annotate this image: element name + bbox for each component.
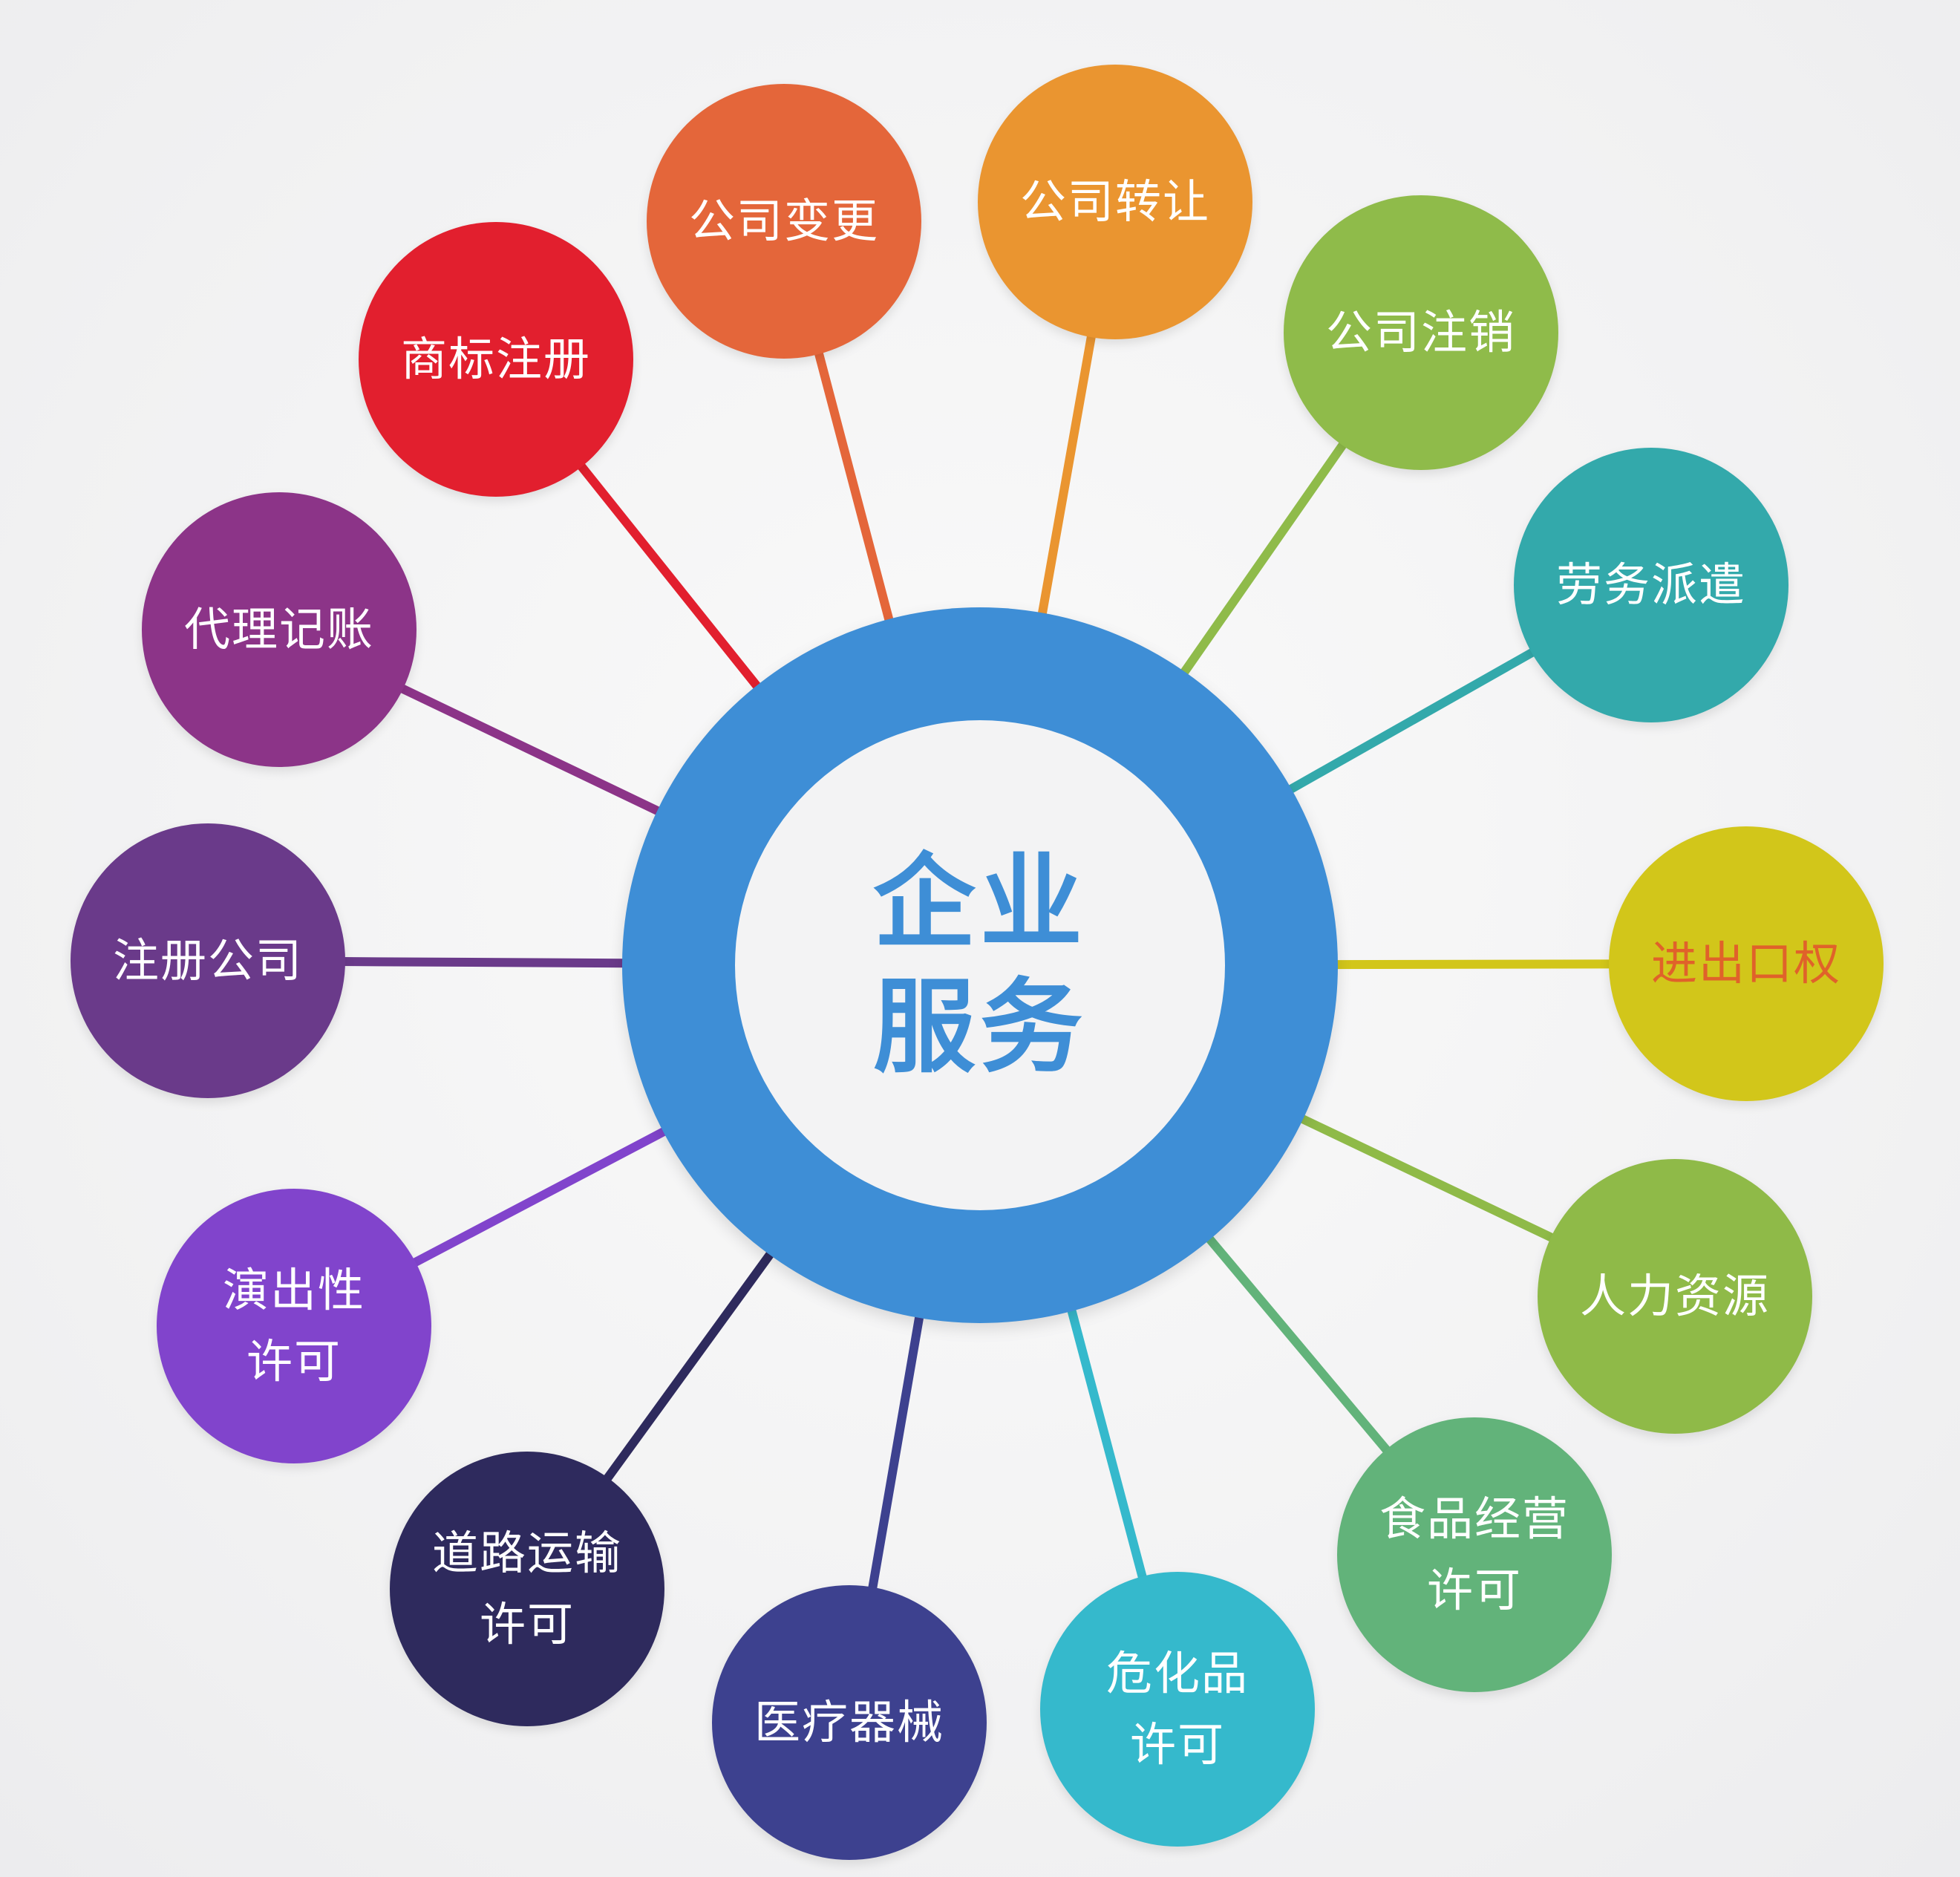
connector-company-transfer <box>1036 328 1097 622</box>
node-label: 公司注销 <box>1325 304 1516 359</box>
node-company-registration: 注册公司 <box>71 823 345 1098</box>
node-human-resources: 人力资源 <box>1538 1159 1812 1434</box>
connector-trademark-registration <box>574 458 764 694</box>
connector-company-change <box>813 345 895 628</box>
connector-medical-devices <box>867 1309 925 1596</box>
node-medical-devices: 医疗器械 <box>712 1585 987 1860</box>
hub-circle: 企业 服务 <box>735 720 1225 1210</box>
hub-label: 企业 服务 <box>872 842 1087 1087</box>
node-agency-bookkeeping: 代理记账 <box>142 492 416 767</box>
node-label: 危化品 许可 <box>1105 1645 1249 1772</box>
node-performance-permit: 演出性 许可 <box>157 1189 431 1463</box>
node-label: 注册公司 <box>112 933 303 988</box>
connector-performance-permit <box>407 1125 672 1269</box>
node-import-export-rights: 进出口权 <box>1609 826 1884 1101</box>
connector-labor-dispatch <box>1283 646 1541 796</box>
connector-agency-bookkeeping <box>394 682 666 817</box>
node-road-transport-permit: 道路运输 许可 <box>390 1452 664 1726</box>
node-label: 人力资源 <box>1579 1268 1770 1323</box>
connector-food-business-permit <box>1202 1231 1394 1457</box>
node-company-cancellation: 公司注销 <box>1284 195 1558 470</box>
connector-company-registration <box>336 957 632 968</box>
node-company-change: 公司变更 <box>647 84 921 359</box>
node-company-transfer: 公司转让 <box>978 65 1252 339</box>
node-label: 进出口权 <box>1650 936 1841 990</box>
connector-company-cancellation <box>1177 437 1350 680</box>
node-hazardous-chem-permit: 危化品 许可 <box>1040 1572 1315 1847</box>
node-labor-dispatch: 劳务派遣 <box>1514 448 1788 722</box>
node-label: 演出性 许可 <box>222 1262 365 1388</box>
node-label: 公司转让 <box>1019 174 1210 229</box>
node-label: 食品经营 许可 <box>1379 1491 1569 1617</box>
node-trademark-registration: 商标注册 <box>359 222 633 497</box>
node-label: 公司变更 <box>688 193 879 248</box>
node-label: 商标注册 <box>400 331 591 386</box>
connector-road-transport-permit <box>601 1247 777 1486</box>
node-food-business-permit: 食品经营 许可 <box>1337 1417 1612 1692</box>
connector-human-resources <box>1294 1112 1560 1244</box>
node-label: 道路运输 许可 <box>431 1525 622 1651</box>
node-label: 劳务派遣 <box>1555 557 1746 612</box>
node-label: 代理记账 <box>183 601 374 656</box>
node-label: 医疗器械 <box>754 1694 944 1749</box>
connector-hazardous-chem-permit <box>1066 1302 1149 1585</box>
